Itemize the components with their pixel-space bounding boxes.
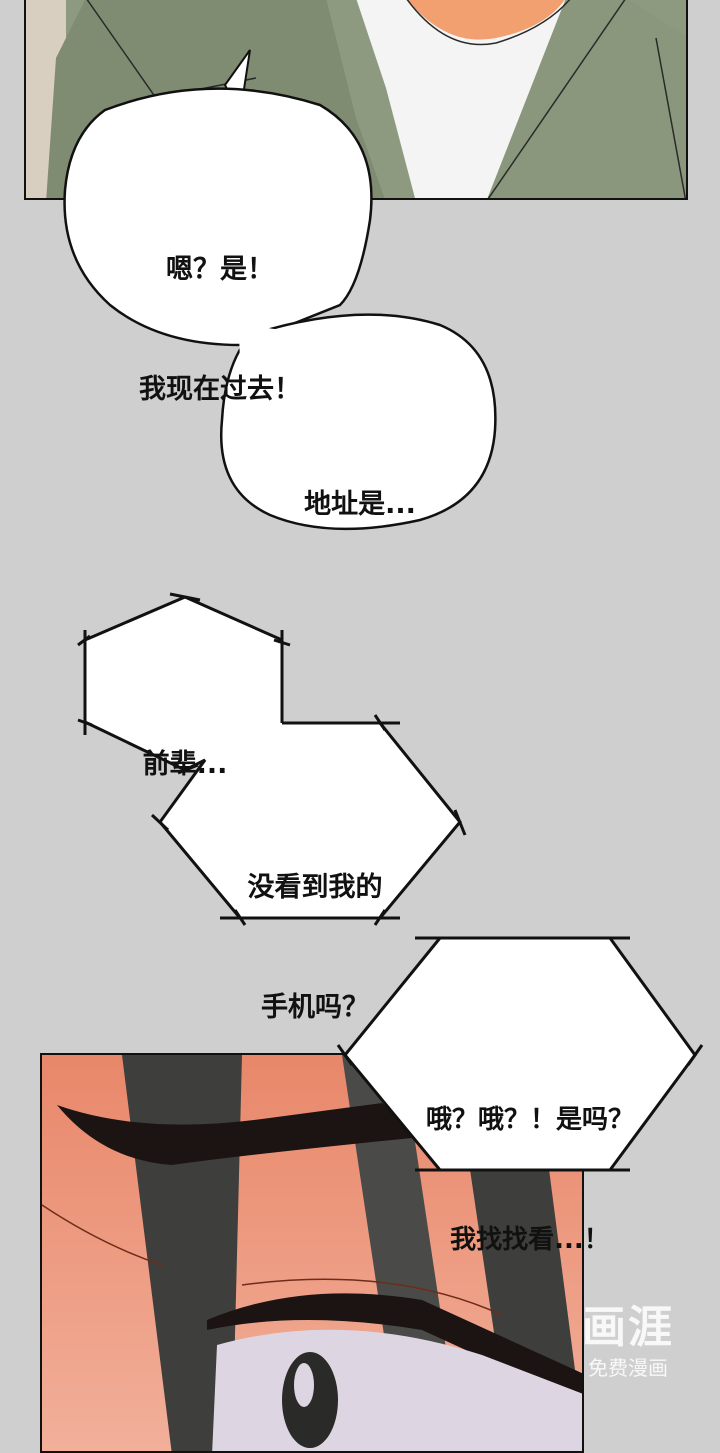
- bubble-5-text: 哦？哦？！是吗？ 我找找看...！: [385, 1020, 675, 1300]
- bubble-1-text: 嗯？是！ 我现在过去！: [100, 170, 340, 450]
- watermark-logo: 画涯: [582, 1302, 674, 1353]
- bubble-5-line-1: 哦？哦？！是吗？: [425, 1105, 634, 1135]
- bubble-2-text: 地址是...: [250, 405, 470, 565]
- watermark: 画涯 免费漫画: [566, 1302, 690, 1382]
- bubble-4-line-2: 手机吗？: [261, 992, 369, 1023]
- bubble-1-line-1: 嗯？是！: [166, 254, 274, 285]
- round-bubbles: [63, 49, 497, 531]
- bubble-5-line-2: 我找找看...！: [450, 1225, 610, 1255]
- bubble-3-text: 前辈...: [110, 665, 260, 825]
- bubble-2-line-1: 地址是...: [304, 489, 416, 520]
- bubble-1-line-2: 我现在过去！: [139, 374, 301, 405]
- bottom-panel: [40, 1053, 584, 1453]
- bubble-4-text: 没看到我的 手机吗？: [190, 788, 440, 1068]
- bottom-panel-art: [42, 1055, 582, 1451]
- hex-bubbles-upper: [77, 592, 467, 926]
- bubble-4-line-1: 没看到我的: [247, 872, 383, 903]
- watermark-tagline: 免费漫画: [588, 1356, 668, 1380]
- bubble-3-line-1: 前辈...: [142, 749, 228, 780]
